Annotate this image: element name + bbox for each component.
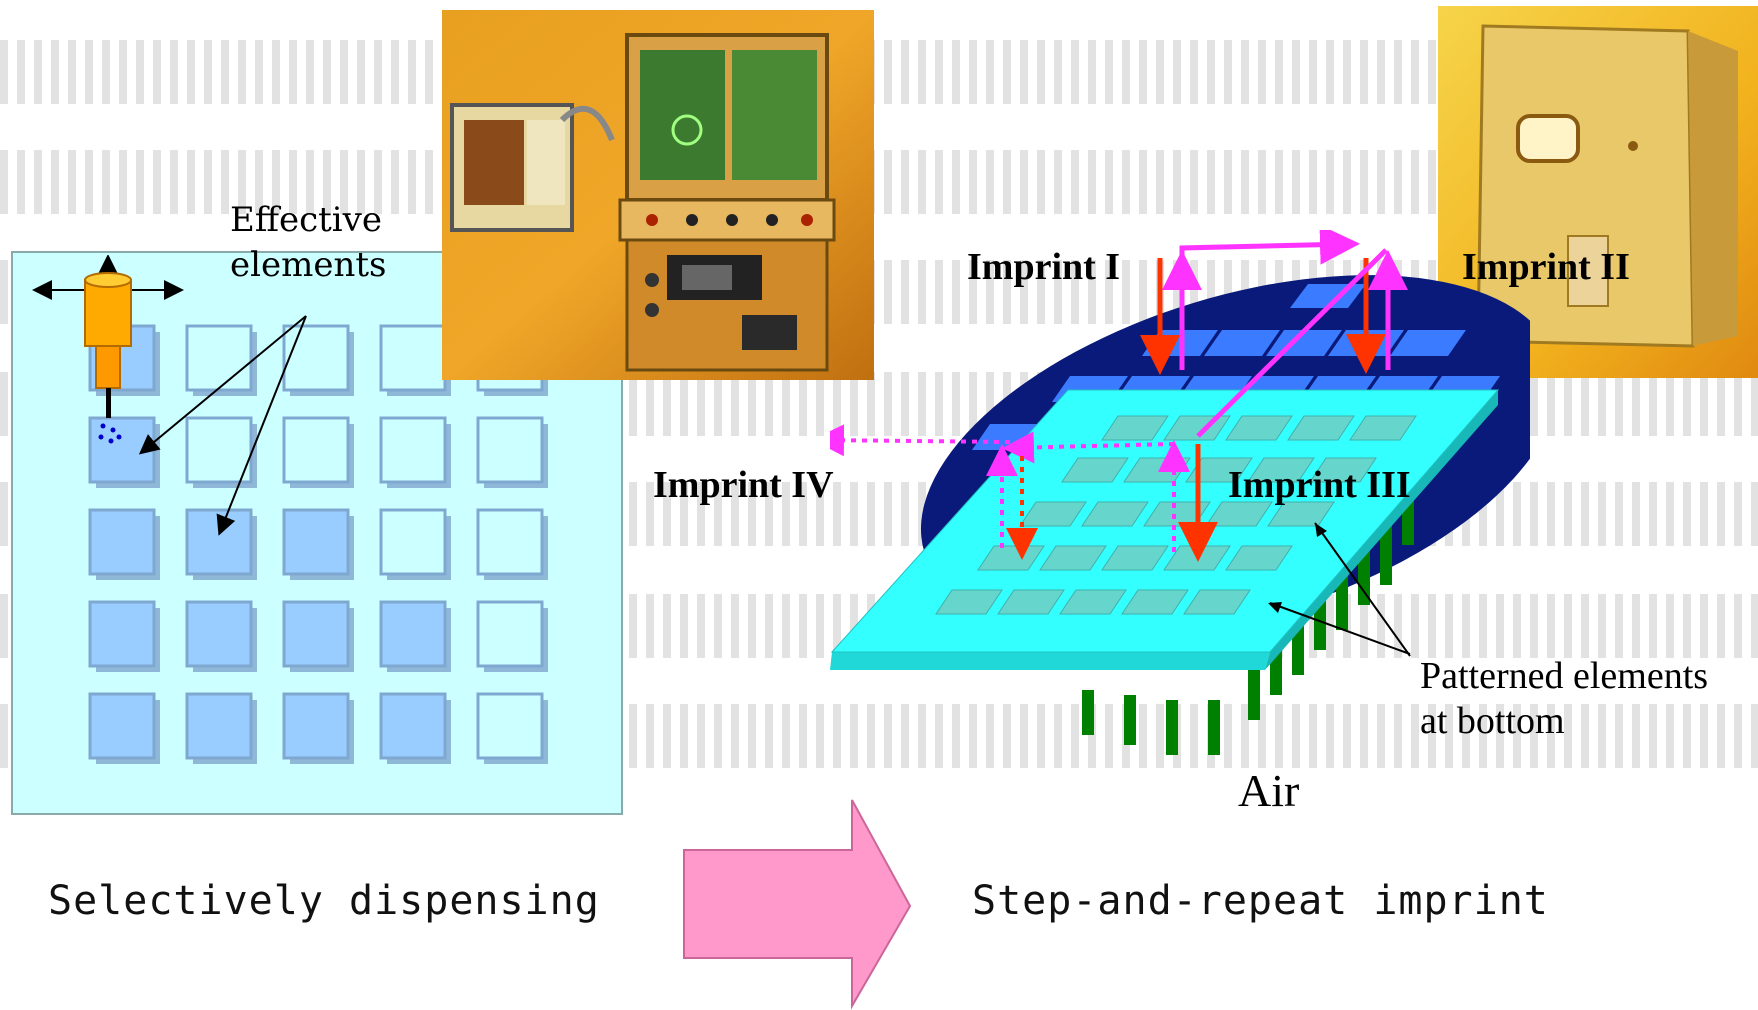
element-cell: [284, 602, 354, 672]
element-cell: [381, 418, 451, 488]
element-cell: [381, 602, 451, 672]
effective-elements-arrows: [120, 300, 340, 540]
element-cell: [284, 694, 354, 764]
element-cell: [381, 694, 451, 764]
imprint-1-label: Imprint I: [967, 245, 1120, 289]
imprint-3-label: Imprint III: [1228, 463, 1411, 507]
element-cell: [478, 510, 548, 580]
element-cell: [381, 510, 451, 580]
element-cell: [478, 694, 548, 764]
element-cell: [90, 694, 160, 764]
effective-elements-label: Effective elements: [230, 198, 387, 288]
element-cell: [90, 602, 160, 672]
imprint-4-label: Imprint IV: [653, 463, 834, 507]
right-caption: Step-and-repeat imprint: [972, 878, 1549, 924]
element-cell: [478, 418, 548, 488]
element-cell: [187, 694, 257, 764]
left-caption: Selectively dispensing: [48, 878, 600, 924]
element-cell: [478, 602, 548, 672]
element-cell: [187, 602, 257, 672]
process-flow-arrow-icon: [682, 798, 912, 1010]
imprint-2-label: Imprint II: [1462, 245, 1630, 289]
air-label: Air: [1238, 768, 1299, 813]
patterned-elements-label: Patterned elements at bottom: [1420, 654, 1708, 744]
element-cell: [381, 326, 451, 396]
imprint-machine-photo: [442, 10, 874, 380]
